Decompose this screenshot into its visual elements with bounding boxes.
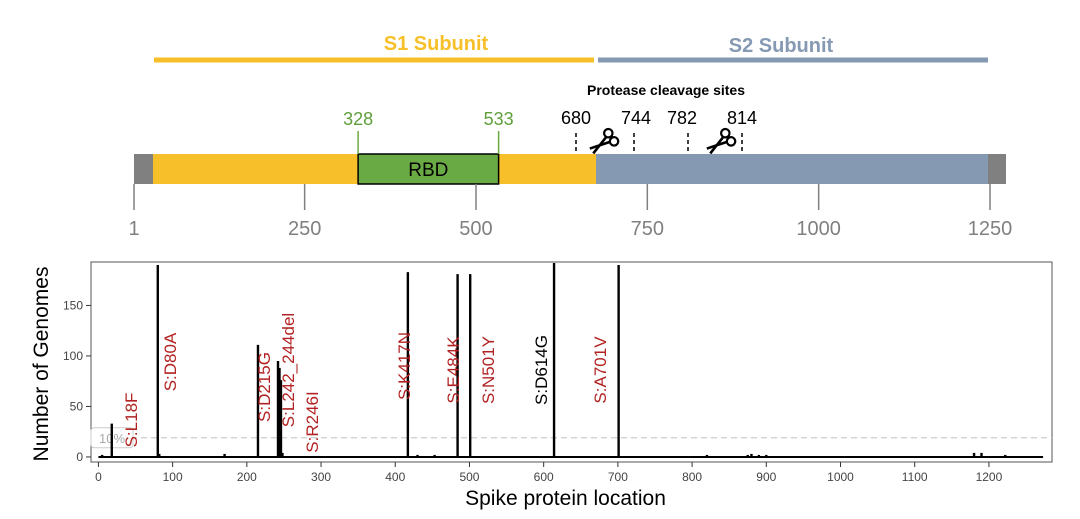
x-tick-label: 500	[459, 470, 479, 484]
rbd-end-label: 533	[484, 109, 514, 129]
mutation-plot: 10% S:L18FS:D80AS:D215GS:L242_244delS:R2…	[30, 261, 1053, 510]
cleavage-site-label: 782	[667, 108, 697, 128]
x-axis: 0 100 200 300 400 500 600 700 800 900 1000 1100 1200	[95, 462, 1003, 484]
mutation-label: S:D215G	[255, 352, 274, 422]
scissors-icon	[706, 127, 737, 155]
plot-panel	[90, 261, 1053, 463]
y-tick-label: 50	[70, 399, 84, 413]
cleavage-site: 782	[667, 108, 697, 153]
n-terminal-cap	[134, 154, 153, 184]
s2-bar	[596, 154, 988, 184]
protease-sites: 680 744 782 814	[561, 108, 757, 153]
mutation-label: S:L18F	[122, 393, 141, 448]
mutation-label: S:D80A	[161, 332, 180, 391]
s1-subunit-label: S1 Subunit	[384, 33, 489, 55]
cleavage-site-label: 744	[621, 108, 651, 128]
mutation-label: S:K417N	[395, 332, 414, 400]
domain-axis-tick-label: 750	[631, 218, 664, 240]
domain-axis-tick-label: 1	[128, 218, 139, 240]
mutation-label: S:D614G	[532, 335, 551, 405]
domain-axis-tick-label: 250	[288, 218, 321, 240]
x-tick-label: 1000	[827, 470, 854, 484]
x-tick-label: 1100	[902, 470, 928, 484]
x-tick-label: 700	[608, 470, 628, 484]
x-tick-label: 100	[163, 470, 183, 484]
x-tick-label: 300	[311, 470, 331, 484]
rbd-label: RBD	[408, 160, 448, 181]
domain-axis-tick-label: 1000	[796, 218, 841, 240]
bars	[98, 263, 1044, 458]
mutation-label: S:A701V	[591, 336, 610, 404]
y-tick-label: 100	[63, 349, 83, 363]
y-axis: 0 50 100 150	[63, 298, 91, 464]
mutation-label: S:L242_244del	[279, 313, 298, 427]
rbd-start-label: 328	[343, 109, 373, 129]
x-axis-label: Spike protein location	[465, 487, 666, 510]
cleavage-site-label: 680	[561, 108, 591, 128]
x-tick-label: 0	[95, 470, 102, 484]
mutation-label: S:R246I	[303, 391, 322, 452]
cleavage-site: 814	[727, 108, 757, 153]
cleavage-site-label: 814	[727, 108, 757, 128]
x-tick-label: 600	[534, 470, 554, 484]
y-tick-label: 0	[76, 450, 83, 464]
c-terminal-cap	[988, 154, 1006, 184]
protease-title: Protease cleavage sites	[587, 82, 745, 98]
domain-axis-tick-label: 1250	[968, 218, 1013, 240]
y-tick-label: 150	[63, 298, 83, 312]
domain-axis-tick-label: 500	[459, 218, 492, 240]
x-tick-label: 200	[237, 470, 257, 484]
mutation-label: S:E484K	[444, 336, 463, 404]
scissors-group	[589, 127, 737, 155]
domain-map: S1 Subunit S2 Subunit Protease cleavage …	[128, 33, 1012, 240]
scissors-icon	[589, 127, 620, 155]
x-tick-label: 1200	[976, 470, 1003, 484]
x-tick-label: 400	[385, 470, 405, 484]
x-tick-label: 900	[756, 470, 776, 484]
mutation-label: S:N501Y	[479, 336, 498, 404]
rbd-box	[357, 153, 500, 185]
x-tick-label: 800	[682, 470, 702, 484]
cleavage-site: 744	[621, 108, 651, 153]
cleavage-site: 680	[561, 108, 591, 153]
s2-subunit-label: S2 Subunit	[729, 35, 834, 57]
y-axis-label: Number of Genomes	[30, 267, 53, 462]
